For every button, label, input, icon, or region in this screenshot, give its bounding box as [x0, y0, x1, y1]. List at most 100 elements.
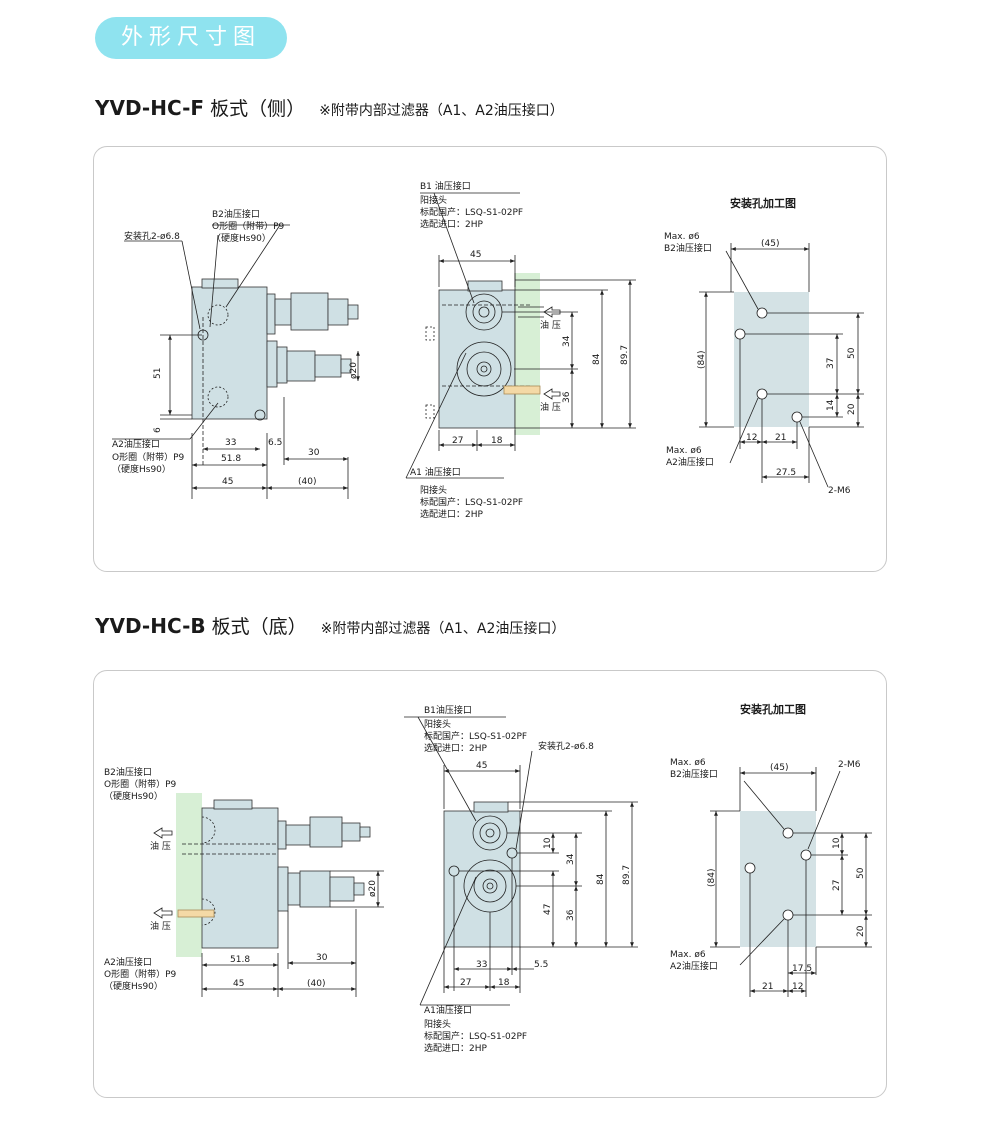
f-mount-b2-label: B2油压接口 [664, 242, 712, 254]
section-f-model: YVD-HC-F [95, 96, 205, 120]
b-front-dim-33: 33 [476, 960, 487, 970]
b-front-dim-34: 34 [566, 853, 576, 865]
b-front-dim-89-7: 89.7 [622, 865, 632, 885]
f-mount-a2-max: Max. ø6 [666, 446, 702, 456]
f-front-dim-34: 34 [562, 335, 572, 347]
b-front-dim-5-5: 5.5 [534, 960, 548, 970]
mount-view-b [710, 767, 872, 997]
f-mount-dim-12: 12 [746, 433, 757, 443]
b-side-a2-oring-label: O形圈（附带）P9 [104, 968, 177, 980]
b-mount-dim-45: (45) [770, 763, 788, 773]
b-mount-dim-10: 10 [832, 837, 842, 849]
b-side-arrow-label-1: 油 压 [150, 840, 171, 852]
b-front-dim-45: 45 [476, 761, 487, 771]
b-front-a1-title: A1油压接口 [424, 1004, 472, 1016]
f-front-arrow-label-2: 油 压 [540, 401, 561, 413]
b-mount-tap-label: 2-M6 [838, 760, 861, 770]
f-mount-tap-label: 2-M6 [828, 486, 851, 496]
b-side-oring-label: O形圈（附带）P9 [104, 778, 177, 790]
b-side-hardness-label: （硬度Hs90） [104, 790, 163, 802]
f-mount-dim-20: 20 [847, 403, 857, 415]
b-front-dim-36: 36 [566, 909, 576, 921]
f-side-mount-label: 安装孔2-ø6.8 [124, 230, 180, 242]
b-mount-b2-label: B2油压接口 [670, 768, 718, 780]
b-front-mount-label: 安装孔2-ø6.8 [538, 740, 594, 752]
front-view-b [404, 716, 638, 1006]
b-side-a2-hardness-label: （硬度Hs90） [104, 980, 163, 992]
b-front-dim-27: 27 [460, 978, 471, 988]
f-front-a1-l2: 标配国产：LSQ-S1-02PF [420, 496, 523, 508]
f-front-a1-l3: 选配进口：2HP [420, 508, 483, 520]
drawing-b: B2油压接口 O形圈（附带）P9 （硬度Hs90） 油 压 油 压 A2油压接口… [104, 702, 872, 1054]
f-mount-a2-label: A2油压接口 [666, 456, 714, 468]
mount-view-f [699, 243, 864, 488]
f-front-a1-l1: 阳接头 [420, 484, 447, 496]
drawing-panel-b: B2油压接口 O形圈（附带）P9 （硬度Hs90） 油 压 油 压 A2油压接口… [93, 670, 887, 1098]
f-front-b1-l1: 阳接头 [420, 194, 447, 206]
b-side-dim-phi20: ø20 [368, 880, 378, 897]
f-mount-dim-21: 21 [775, 433, 786, 443]
b-mount-dim-12: 12 [792, 982, 803, 992]
b-mount-dim-84: (84) [707, 869, 717, 887]
f-side-dim-45: 45 [222, 477, 233, 487]
side-view-f [112, 224, 360, 499]
b-front-a1-l1: 阳接头 [424, 1018, 451, 1030]
f-side-dim-51: 51 [153, 368, 163, 379]
b-front-a1-l3: 选配进口：2HP [424, 1042, 487, 1054]
f-front-arrow-label-1: 油 压 [540, 319, 561, 331]
f-mount-dim-14: 14 [826, 399, 836, 411]
f-front-dim-36: 36 [562, 391, 572, 403]
b-front-b1-title: B1油压接口 [424, 704, 472, 716]
b-mount-a2-label: A2油压接口 [670, 960, 718, 972]
b-side-dim-30: 30 [316, 953, 328, 963]
b-mount-dim-27: 27 [832, 880, 842, 891]
b-front-b1-l3: 选配进口：2HP [424, 742, 487, 754]
b-mount-b2-max: Max. ø6 [670, 758, 706, 768]
header-tag: 外形尺寸图 [95, 17, 287, 59]
b-side-dim-45: 45 [233, 979, 244, 989]
section-b-model: YVD-HC-B [95, 614, 206, 638]
b-side-b2-label: B2油压接口 [104, 766, 152, 778]
f-front-dim-27: 27 [452, 436, 463, 446]
f-mount-dim-50: 50 [847, 347, 857, 359]
f-side-oring-label: O形圈（附带）P9 [212, 220, 285, 232]
section-f-note: ※附带内部过滤器（A1、A2油压接口） [319, 103, 564, 119]
f-side-dim-33: 33 [225, 438, 236, 448]
f-front-dim-45: 45 [470, 250, 481, 260]
section-f-kind: 板式（侧） [210, 98, 306, 120]
b-front-dim-10: 10 [543, 837, 553, 849]
f-mount-dim-27-5: 27.5 [776, 468, 796, 478]
f-front-dim-84: 84 [592, 353, 602, 365]
b-front-dim-18: 18 [498, 978, 510, 988]
f-front-dim-18: 18 [491, 436, 503, 446]
section-b-note: ※附带内部过滤器（A1、A2油压接口） [320, 621, 566, 637]
b-side-dim-51-8: 51.8 [230, 955, 250, 965]
f-side-dim-51-8: 51.8 [221, 454, 241, 464]
f-side-a2-oring-label: O形圈（附带）P9 [112, 451, 185, 463]
b-mount-dim-20: 20 [856, 925, 866, 937]
side-view-b [153, 793, 384, 997]
f-front-a1-title: A1 油压接口 [410, 466, 461, 478]
f-side-dim-30: 30 [308, 448, 320, 458]
drawing-panel-f: B2油压接口 O形圈（附带）P9 （硬度Hs90） 安装孔2-ø6.8 A2油压… [93, 146, 887, 572]
f-side-dim-40: (40) [298, 477, 316, 487]
b-mount-dim-21: 21 [762, 982, 773, 992]
f-side-dim-6: 6 [153, 427, 163, 433]
b-front-b1-l1: 阳接头 [424, 718, 451, 730]
f-side-hardness-label: （硬度Hs90） [212, 232, 271, 244]
b-side-arrow-label-2: 油 压 [150, 920, 171, 932]
b-front-dim-47: 47 [543, 904, 553, 915]
f-mount-dim-45: (45) [761, 239, 779, 249]
f-front-b1-l3: 选配进口：2HP [420, 218, 483, 230]
b-side-dim-40: (40) [307, 979, 325, 989]
f-front-b1-title: B1 油压接口 [420, 180, 471, 192]
f-side-dim-6-5: 6.5 [268, 438, 282, 448]
front-view-f [405, 192, 636, 479]
b-front-a1-l2: 标配国产：LSQ-S1-02PF [424, 1030, 527, 1042]
f-side-b2-label: B2油压接口 [212, 208, 260, 220]
f-front-b1-l2: 标配国产：LSQ-S1-02PF [420, 206, 523, 218]
f-front-dim-89-7: 89.7 [620, 345, 630, 365]
f-mount-b2-max: Max. ø6 [664, 232, 700, 242]
